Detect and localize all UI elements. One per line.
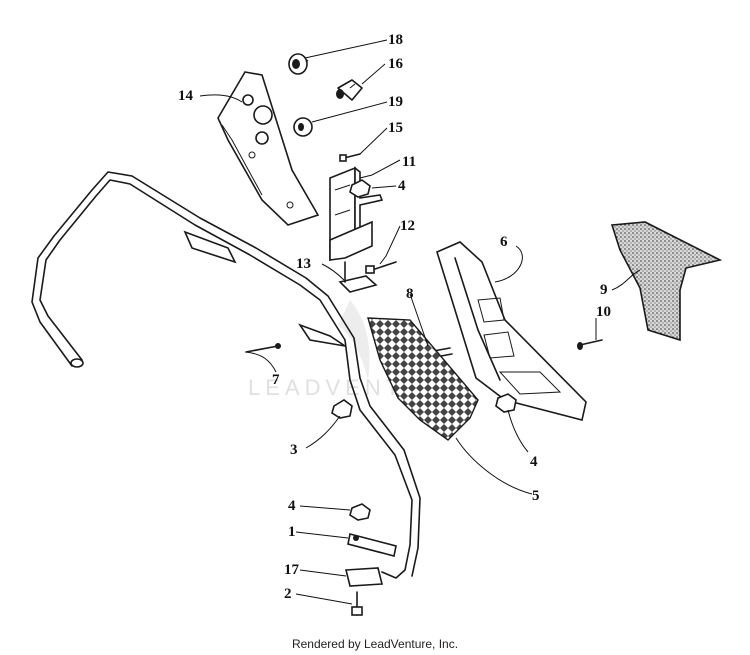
callout-18: 18 (388, 32, 403, 48)
bolt-10 (577, 339, 603, 350)
bumper-tube (31, 171, 421, 579)
callout-12: 12 (400, 218, 415, 234)
upper-mount-plate (217, 71, 320, 226)
callout-9: 9 (600, 282, 608, 298)
tread-plate-5 (367, 317, 479, 441)
callout-6: 6 (500, 234, 508, 250)
callout-16: 16 (388, 56, 404, 72)
bushing-19 (293, 117, 313, 137)
plate-13 (338, 261, 378, 293)
callout-17: 17 (284, 562, 300, 578)
bolt-2 (351, 591, 363, 616)
callout-19: 19 (388, 94, 403, 110)
bushing-16 (336, 79, 363, 101)
callout-4-right: 4 (530, 454, 538, 470)
clamp-plate-17 (344, 567, 384, 587)
callout-15: 15 (388, 120, 403, 136)
callout-1: 1 (288, 524, 296, 540)
callout-5: 5 (532, 488, 540, 504)
nut-4-right (495, 393, 517, 413)
screw-15 (339, 153, 361, 162)
callout-4-upper: 4 (398, 178, 406, 194)
callout-13: 13 (296, 256, 311, 272)
callout-2: 2 (284, 586, 292, 602)
footer-credit: Rendered by LeadVenture, Inc. (291, 637, 459, 651)
bracket-12 (329, 220, 397, 274)
callout-8: 8 (406, 286, 414, 302)
callout-14: 14 (178, 88, 194, 104)
callout-7: 7 (272, 372, 280, 388)
foam-pad-9 (610, 221, 723, 342)
screw-7 (245, 343, 281, 353)
callout-3: 3 (290, 442, 298, 458)
bushing-18 (288, 53, 308, 75)
callout-labels: 18 16 19 15 11 4 12 14 13 8 6 9 10 7 3 4… (178, 32, 611, 602)
nut-4-upper (349, 179, 371, 198)
nut-4-lower (349, 503, 371, 521)
callout-11: 11 (402, 154, 416, 170)
callout-4-lower: 4 (288, 498, 296, 514)
leader-lines (199, 39, 641, 605)
clamp-1 (347, 533, 397, 557)
side-panel-6 (436, 241, 587, 421)
nut-3 (331, 399, 353, 419)
callout-10: 10 (596, 304, 611, 320)
